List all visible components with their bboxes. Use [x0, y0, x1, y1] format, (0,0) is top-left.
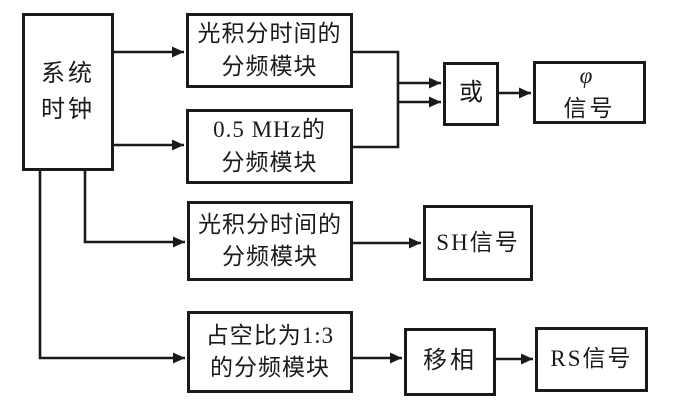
node-sh-signal: SH信号 — [423, 205, 533, 281]
node-duty-cycle-divider: 占空比为1:3 的分频模块 — [187, 311, 353, 393]
node-label: 0.5 MHz的 — [213, 117, 326, 143]
node-label: 时钟 — [41, 97, 95, 123]
wire-clock-to-mid-divider — [83, 169, 185, 248]
node-rs-signal: RS信号 — [535, 327, 648, 392]
wire-clock-to-duty-divider — [38, 169, 185, 364]
node-label: 分频模块 — [222, 244, 318, 269]
node-label: 分频模块 — [221, 53, 318, 79]
node-label: 光积分时间的 — [198, 211, 342, 237]
node-label: 分频模块 — [221, 149, 318, 175]
node-label: 光积分时间的 — [197, 21, 342, 47]
node-or-gate: 或 — [443, 62, 499, 126]
node-phi-signal: φ 信号 — [533, 61, 646, 124]
node-label: SH信号 — [436, 229, 520, 255]
phi-symbol: φ — [579, 63, 596, 89]
node-optical-integration-divider-top: 光积分时间的 分频模块 — [186, 13, 353, 88]
node-label: 系统 — [41, 61, 95, 87]
wire-top-divider-down — [353, 50, 400, 149]
node-label: φ 信号 — [564, 60, 616, 124]
node-label: 或 — [459, 80, 483, 107]
node-label: 移相 — [423, 348, 477, 375]
node-mhz-divider: 0.5 MHz的 分频模块 — [186, 109, 353, 184]
node-label: 的分频模块 — [210, 355, 330, 380]
node-phase-shift: 移相 — [404, 328, 496, 396]
node-system-clock: 系统 时钟 — [22, 13, 114, 171]
phi-suffix: 信号 — [563, 95, 616, 121]
node-label: RS信号 — [550, 346, 633, 372]
node-optical-integration-divider-mid: 光积分时间的 分频模块 — [187, 201, 353, 281]
node-label: 占空比为1:3 — [205, 322, 335, 348]
